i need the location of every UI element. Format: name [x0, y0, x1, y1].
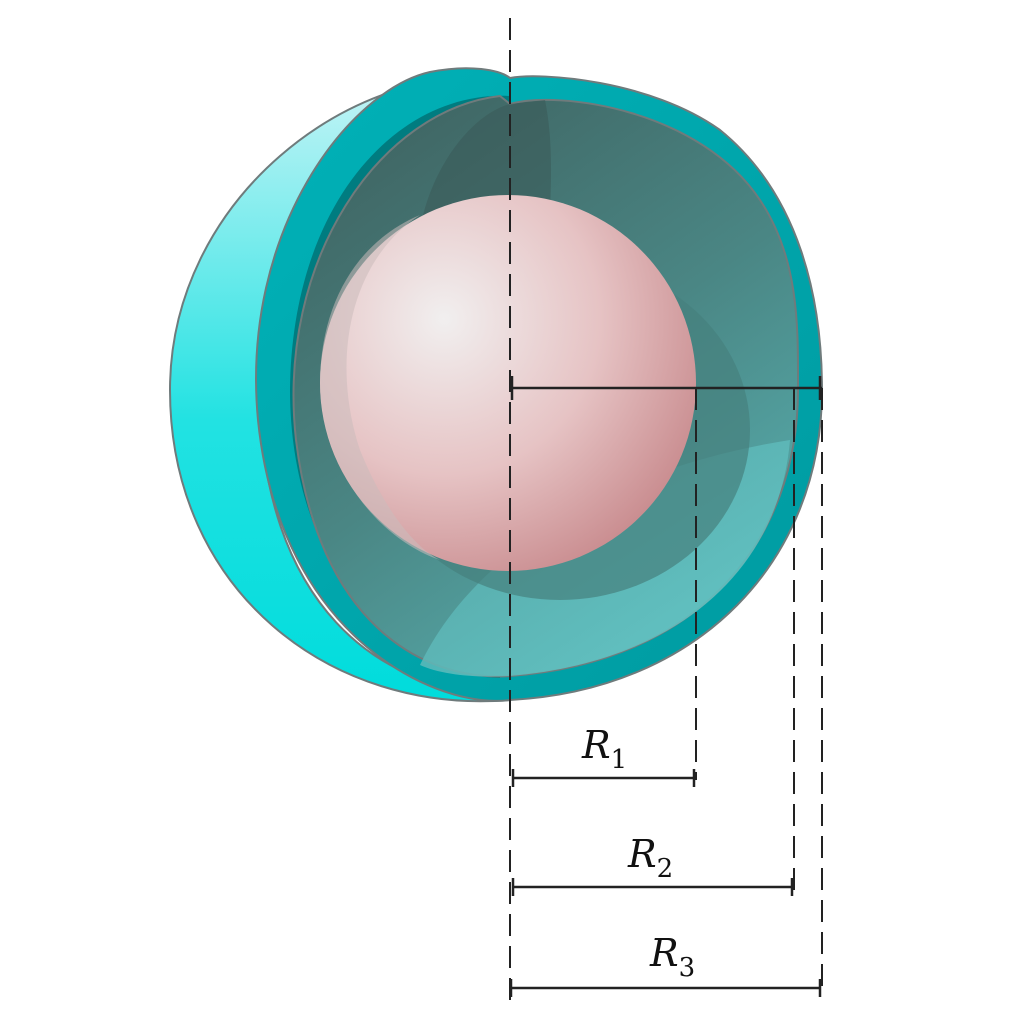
- core-shading: [320, 215, 440, 560]
- r1-label: R1: [581, 723, 627, 775]
- r2-label: R2: [627, 832, 673, 884]
- r3-label: R3: [649, 931, 695, 983]
- core-sphere: [320, 195, 696, 571]
